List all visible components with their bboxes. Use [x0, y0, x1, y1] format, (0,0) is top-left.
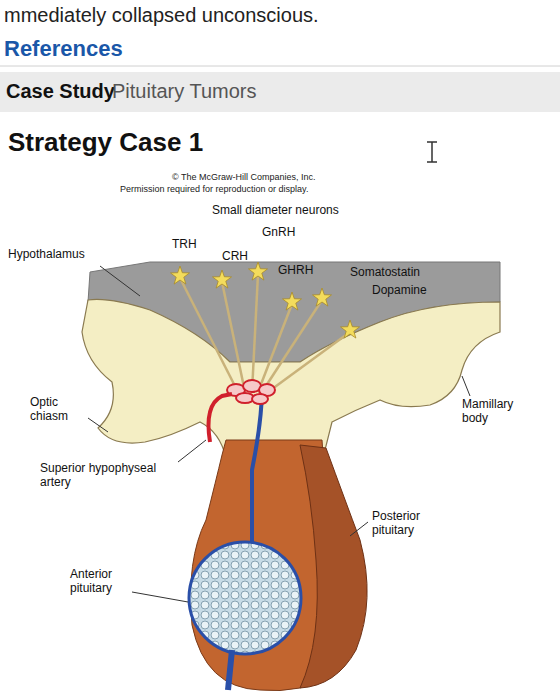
divider-line [0, 66, 560, 67]
group-label: Small diameter neurons [212, 204, 339, 218]
anterior-cells [189, 542, 301, 654]
axons [180, 274, 350, 392]
case-title: Strategy Case 1 [8, 128, 203, 158]
neuron-body [282, 292, 301, 310]
part-label: Optic chiasm [30, 396, 86, 424]
leader-line [350, 522, 368, 536]
part-label: Mamillary body [462, 398, 532, 426]
neuron-body [212, 270, 231, 288]
leader-line [178, 440, 206, 462]
tab-label: Case Study [6, 80, 115, 103]
hypophyseal-artery [209, 394, 233, 442]
brain-tissue [82, 299, 500, 462]
leader-line [132, 592, 188, 602]
axon [222, 282, 245, 392]
header-bar [0, 72, 560, 112]
capillary [252, 394, 268, 404]
axon [252, 274, 258, 392]
leader-lines [88, 266, 470, 602]
hormone-label: CRH [222, 250, 248, 264]
leader-line [100, 266, 140, 296]
axon [262, 300, 322, 392]
text-cursor [427, 142, 437, 162]
hormone-label: Somatostatin [350, 266, 420, 280]
neuron-body [312, 288, 331, 306]
permission-note: Permission required for reproduction or … [120, 184, 308, 194]
neuron-body [340, 320, 359, 338]
hormone-label: GnRH [262, 226, 295, 240]
neurons [170, 262, 359, 338]
capillary-bed [227, 380, 275, 404]
hormone-label: GHRH [278, 264, 313, 278]
part-label: Anterior pituitary [70, 568, 132, 596]
portal-vessel [228, 650, 232, 690]
hormone-label: TRH [172, 238, 197, 252]
part-label: Hypothalamus [8, 248, 85, 262]
neuron-body [170, 266, 189, 284]
portal-vessel [252, 388, 262, 545]
references-link: References [4, 36, 123, 61]
neuron-body [248, 262, 267, 280]
axon [268, 332, 350, 392]
leader-line [462, 376, 470, 396]
axon [180, 278, 238, 392]
hormone-label: Dopamine [372, 284, 427, 298]
copyright-note: © The McGraw-Hill Companies, Inc. [172, 172, 316, 182]
part-label: Superior hypophyseal artery [40, 462, 175, 490]
leader-line [88, 418, 108, 432]
cut-text: mmediately collapsed unconscious. [4, 4, 319, 27]
posterior-lobe [300, 445, 367, 688]
part-label: Posterior pituitary [372, 510, 442, 538]
tab-subtitle: Pituitary Tumors [112, 80, 256, 103]
